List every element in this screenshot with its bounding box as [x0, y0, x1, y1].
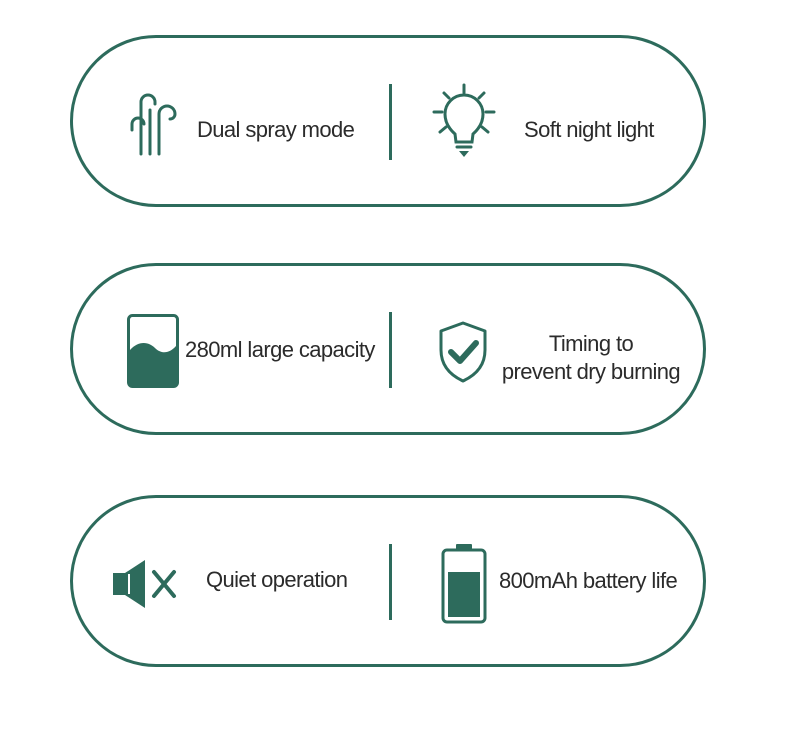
feature-label-battery: 800mAh battery life — [499, 568, 678, 593]
feature-label-timing: Timing to prevent dry burning — [501, 330, 681, 386]
dual-spray-icon — [130, 93, 177, 156]
feature-label-capacity: 280ml large capacity — [185, 337, 375, 362]
feature-label-timing-line1: Timing to — [548, 331, 634, 356]
battery-icon — [441, 544, 487, 624]
feature-divider — [389, 84, 392, 160]
feature-pill-capacity-timing: 280ml large capacity Timing to prevent d… — [70, 263, 706, 435]
feature-pill-quiet-battery: Quiet operation 800mAh battery life — [70, 495, 706, 667]
light-bulb-icon — [432, 83, 496, 157]
feature-label-dual-spray: Dual spray mode — [197, 117, 355, 142]
speaker-mute-icon — [113, 560, 176, 608]
feature-label-timing-line2: prevent dry burning — [501, 359, 681, 384]
feature-label-quiet: Quiet operation — [206, 567, 348, 592]
feature-divider — [389, 544, 392, 620]
shield-check-icon — [439, 321, 487, 383]
feature-label-night-light: Soft night light — [524, 117, 654, 142]
feature-divider — [389, 312, 392, 388]
feature-pill-spray-light: Dual spray mode Soft night light — [70, 35, 706, 207]
water-tank-icon — [127, 314, 179, 388]
